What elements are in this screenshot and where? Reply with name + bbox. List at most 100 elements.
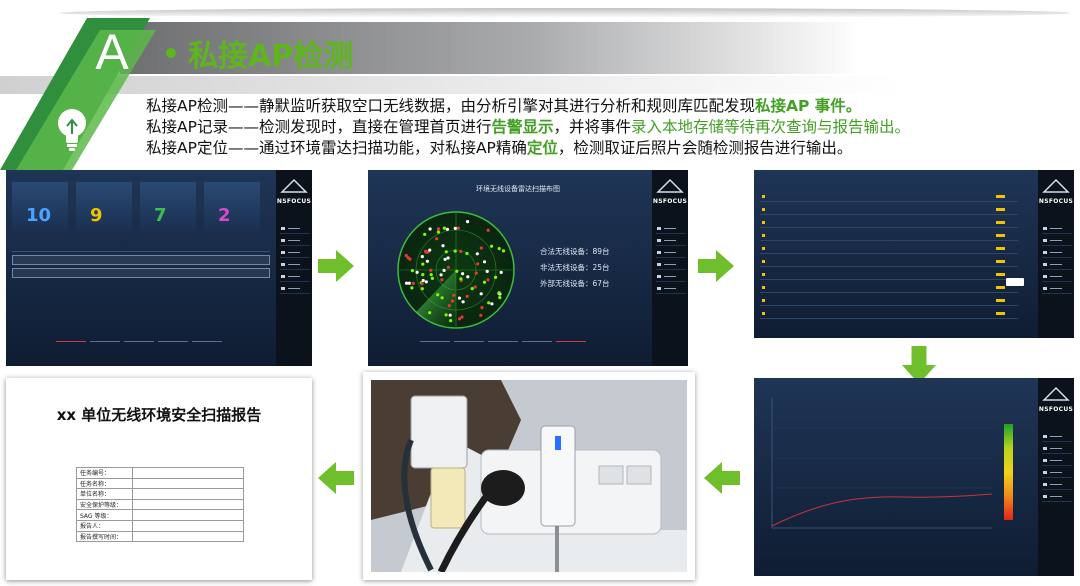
- radar-device-dot: [444, 313, 448, 317]
- flow-arrow-left-icon: [704, 462, 740, 494]
- stat-card: 7: [140, 182, 196, 232]
- sidebar-item[interactable]: [656, 236, 686, 246]
- sidebar-item[interactable]: [1042, 248, 1072, 258]
- radar-device-dot: [476, 262, 480, 266]
- legend-illegal: 非法无线设备：25台: [540, 263, 610, 272]
- tab[interactable]: [522, 335, 552, 342]
- sidebar-item[interactable]: [1042, 260, 1072, 270]
- tab[interactable]: [158, 335, 188, 342]
- radar-device-dot: [436, 227, 441, 231]
- sidebar-item[interactable]: [1042, 444, 1072, 454]
- app-sidebar: NSFOCUS: [276, 170, 312, 366]
- table-row: SAG 等级：: [76, 509, 244, 521]
- radar-device-dot: [442, 226, 446, 230]
- screenshot-signal-chart: NSFOCUS: [754, 378, 1074, 576]
- table-row: 单位名称：: [76, 488, 244, 500]
- radar-device-dot: [449, 319, 453, 323]
- sidebar-item[interactable]: [656, 248, 686, 258]
- table-row: 报告人：: [76, 519, 244, 532]
- sidebar-item[interactable]: [656, 260, 686, 270]
- flow-arrow-left-icon: [318, 462, 354, 494]
- radar-device-dot: [443, 257, 447, 261]
- sidebar-item[interactable]: [280, 272, 310, 282]
- sidebar-item[interactable]: [280, 248, 310, 258]
- legend-external: 外部无线设备：67台: [540, 279, 610, 288]
- list-item[interactable]: [760, 192, 1018, 202]
- radar-device-dot: [447, 304, 451, 308]
- evidence-photo: [371, 380, 687, 572]
- report-field-label: 单位名称：: [76, 488, 133, 500]
- radar-device-dot: [459, 277, 463, 281]
- radar-device-dot: [424, 249, 428, 253]
- tab[interactable]: [56, 335, 86, 342]
- sidebar-item[interactable]: [1042, 480, 1072, 490]
- radar-device-dot: [486, 278, 490, 282]
- sidebar-item[interactable]: [656, 224, 686, 234]
- brand-name: NSFOCUS: [276, 198, 312, 205]
- radar-device-dot: [479, 292, 483, 296]
- sidebar-menu: [280, 224, 310, 296]
- list-item[interactable]: [760, 283, 1018, 293]
- stat-card: 9: [76, 182, 132, 232]
- radar-device-dot: [482, 280, 487, 284]
- radar-device-dot: [404, 253, 408, 258]
- radar-device-dot: [420, 287, 424, 291]
- list-item[interactable]: [760, 257, 1018, 267]
- tab[interactable]: [420, 335, 450, 342]
- tab[interactable]: [556, 335, 586, 342]
- sidebar-item[interactable]: [280, 260, 310, 270]
- title-bullet: [166, 48, 176, 58]
- radar-device-dot: [455, 269, 459, 273]
- tab[interactable]: [90, 335, 120, 342]
- radar-device-dot: [473, 285, 477, 289]
- sidebar-item[interactable]: [656, 284, 686, 294]
- sidebar-item[interactable]: [280, 224, 310, 234]
- list-item[interactable]: [760, 218, 1018, 228]
- radar-device-dot: [482, 260, 487, 264]
- sidebar-item[interactable]: [1042, 468, 1072, 478]
- sidebar-item[interactable]: [1042, 284, 1072, 294]
- list-item[interactable]: [760, 296, 1018, 306]
- detail-button[interactable]: [1006, 278, 1024, 286]
- lightbulb-icon: [58, 109, 86, 151]
- table-row[interactable]: [12, 255, 270, 265]
- sidebar-item[interactable]: [1042, 456, 1072, 466]
- radar-device-dot: [407, 281, 411, 285]
- tab[interactable]: [124, 335, 154, 342]
- sidebar-item[interactable]: [1042, 272, 1072, 282]
- signal-line-chart: [771, 398, 993, 529]
- tab[interactable]: [488, 335, 518, 342]
- tab[interactable]: [192, 335, 222, 342]
- radar-device-dot: [486, 228, 490, 232]
- sidebar-item[interactable]: [280, 236, 310, 246]
- title-banner: [120, 22, 860, 74]
- radar-device-dot: [428, 248, 432, 252]
- radar-device-dot: [466, 220, 470, 224]
- list-item[interactable]: [760, 231, 1018, 241]
- radar-device-dot: [498, 296, 502, 300]
- sidebar-item[interactable]: [1042, 492, 1072, 502]
- list-item[interactable]: [760, 309, 1018, 319]
- sidebar-item[interactable]: [1042, 236, 1072, 246]
- nsfocus-logo-icon: [656, 178, 684, 193]
- radar-device-dot: [479, 313, 483, 317]
- list-item[interactable]: [760, 270, 1018, 280]
- app-sidebar: NSFOCUS: [1038, 378, 1074, 576]
- bottom-tabs: [56, 335, 222, 342]
- sidebar-item[interactable]: [1042, 432, 1072, 442]
- brand-name: NSFOCUS: [1038, 198, 1074, 205]
- radar-device-dot: [453, 249, 457, 253]
- list-item[interactable]: [760, 244, 1018, 254]
- sidebar-item[interactable]: [656, 272, 686, 282]
- section-title: 私接AP检测: [166, 31, 353, 75]
- legend-legal: 合法无线设备：89台: [540, 247, 610, 256]
- sidebar-item[interactable]: [1042, 224, 1072, 234]
- stat-card: 10: [12, 182, 68, 232]
- tab[interactable]: [454, 335, 484, 342]
- sidebar-item[interactable]: [280, 284, 310, 294]
- screenshot-radar: 环境无线设备雷达扫描布图 合法无线设备：89台 非法无线设备：25台 外部无线设…: [368, 170, 688, 366]
- list-item[interactable]: [760, 205, 1018, 215]
- table-row: 安全保护等级：: [76, 498, 244, 511]
- table-row[interactable]: [12, 268, 270, 278]
- report-field-label: 报告撰写时间：: [76, 530, 133, 543]
